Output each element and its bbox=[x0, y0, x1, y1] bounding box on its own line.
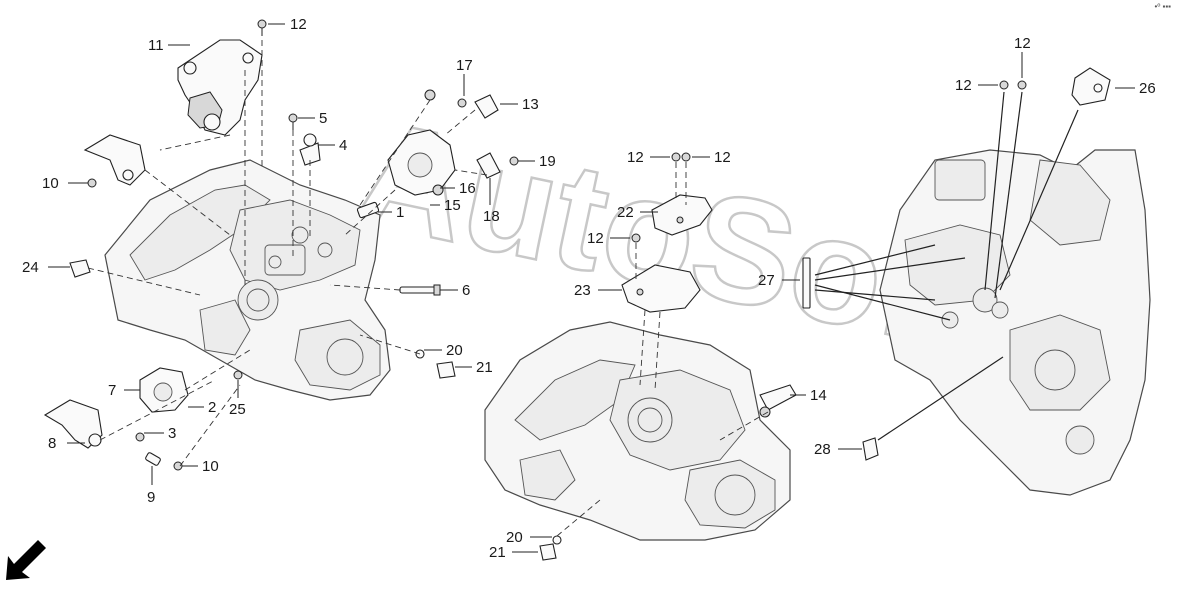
part-23-bracket bbox=[621, 264, 701, 313]
callout-18: 18 bbox=[483, 208, 500, 225]
callout-26: 26 bbox=[1139, 80, 1156, 97]
part-12-bolt-mid-a bbox=[671, 152, 681, 162]
callout-10-lower: 10 bbox=[202, 458, 219, 475]
part-7-cover bbox=[139, 367, 189, 413]
part-11-bracket bbox=[177, 39, 263, 136]
callout-8: 8 bbox=[48, 435, 56, 452]
part-24-plug bbox=[69, 259, 91, 278]
part-13-sensor bbox=[474, 94, 499, 119]
callout-1: 1 bbox=[396, 204, 404, 221]
part-25-nut bbox=[233, 370, 243, 380]
part-12-bolt-mid-c bbox=[631, 233, 641, 243]
part-12-bolt-top-left bbox=[257, 19, 267, 36]
callout-24: 24 bbox=[22, 259, 39, 276]
callout-12-mid-left: 12 bbox=[627, 149, 644, 166]
callout-13: 13 bbox=[522, 96, 539, 113]
callout-21-left: 21 bbox=[476, 359, 493, 376]
callout-10-top: 10 bbox=[42, 175, 59, 192]
callout-22: 22 bbox=[617, 204, 634, 221]
callout-labels: 12 11 5 4 17 13 19 16 15 18 1 6 10 24 20… bbox=[22, 16, 1156, 561]
part-4-fitting bbox=[299, 133, 321, 166]
callout-12-right-left: 12 bbox=[955, 77, 972, 94]
callout-2: 2 bbox=[208, 399, 216, 416]
part-22-bracket bbox=[651, 194, 713, 236]
callout-4: 4 bbox=[339, 137, 347, 154]
part-1-shaft bbox=[356, 201, 380, 219]
part-12-bolt-mid-b bbox=[681, 152, 691, 162]
part-10-nut bbox=[87, 178, 97, 188]
callout-leaders bbox=[48, 23, 1135, 553]
callout-19: 19 bbox=[539, 153, 556, 170]
part-28-stud bbox=[862, 437, 879, 461]
callout-3: 3 bbox=[168, 425, 176, 442]
part-18-switch bbox=[476, 152, 501, 179]
middle-gearbox-housing bbox=[484, 321, 791, 541]
part-12-bolt-right-b bbox=[1017, 80, 1027, 90]
part-12-bolt-right-a bbox=[999, 80, 1009, 90]
callout-17: 17 bbox=[456, 57, 473, 74]
part-10-nut-lower bbox=[173, 461, 183, 471]
callout-12-mid-right: 12 bbox=[714, 149, 731, 166]
middle-assembly-lines bbox=[556, 162, 769, 537]
callout-11: 11 bbox=[148, 37, 164, 54]
callout-27: 27 bbox=[758, 272, 775, 289]
part-21-plug bbox=[436, 361, 456, 379]
callout-20-lower: 20 bbox=[506, 529, 523, 546]
front-direction-arrow-icon bbox=[6, 540, 46, 580]
callout-14: 14 bbox=[810, 387, 827, 404]
callout-6: 6 bbox=[462, 282, 470, 299]
part-17-bolt-b bbox=[457, 98, 467, 108]
part-9-pin bbox=[145, 452, 161, 466]
callout-21-lower: 21 bbox=[489, 544, 506, 561]
callout-23: 23 bbox=[574, 282, 591, 299]
callout-5: 5 bbox=[319, 110, 327, 127]
callout-12-mid-lower: 12 bbox=[587, 230, 604, 247]
part-17-bolt-a bbox=[424, 89, 436, 101]
corner-mark: •º ▪▪▪ bbox=[1154, 2, 1171, 11]
right-gearbox-housing bbox=[879, 149, 1151, 496]
part-26-bracket bbox=[1071, 67, 1111, 106]
callout-12-right-top: 12 bbox=[1014, 35, 1031, 52]
callout-28: 28 bbox=[814, 441, 831, 458]
part-19-bolt bbox=[509, 156, 519, 166]
part-27-stud bbox=[802, 257, 811, 309]
part-10-cover-top bbox=[83, 134, 146, 186]
callout-20-left: 20 bbox=[446, 342, 463, 359]
part-21-plug-lower bbox=[539, 543, 557, 561]
callout-7: 7 bbox=[108, 382, 116, 399]
part-3-bolt bbox=[135, 432, 145, 442]
callout-12-top-left: 12 bbox=[290, 16, 307, 33]
callout-15: 15 bbox=[444, 197, 461, 214]
left-gearbox-housing bbox=[104, 159, 391, 401]
callout-16: 16 bbox=[459, 180, 476, 197]
right-install-arrows bbox=[814, 91, 1079, 441]
callout-9: 9 bbox=[147, 489, 155, 506]
part-8-cover bbox=[43, 399, 103, 449]
part-5-bolt bbox=[288, 113, 298, 130]
left-assembly-lines bbox=[87, 40, 488, 467]
callout-25: 25 bbox=[229, 401, 246, 418]
part-16-housing bbox=[387, 129, 456, 196]
part-20-washer-lower bbox=[552, 535, 562, 545]
part-6-bolt bbox=[399, 284, 441, 296]
part-14-sensor bbox=[759, 384, 797, 418]
